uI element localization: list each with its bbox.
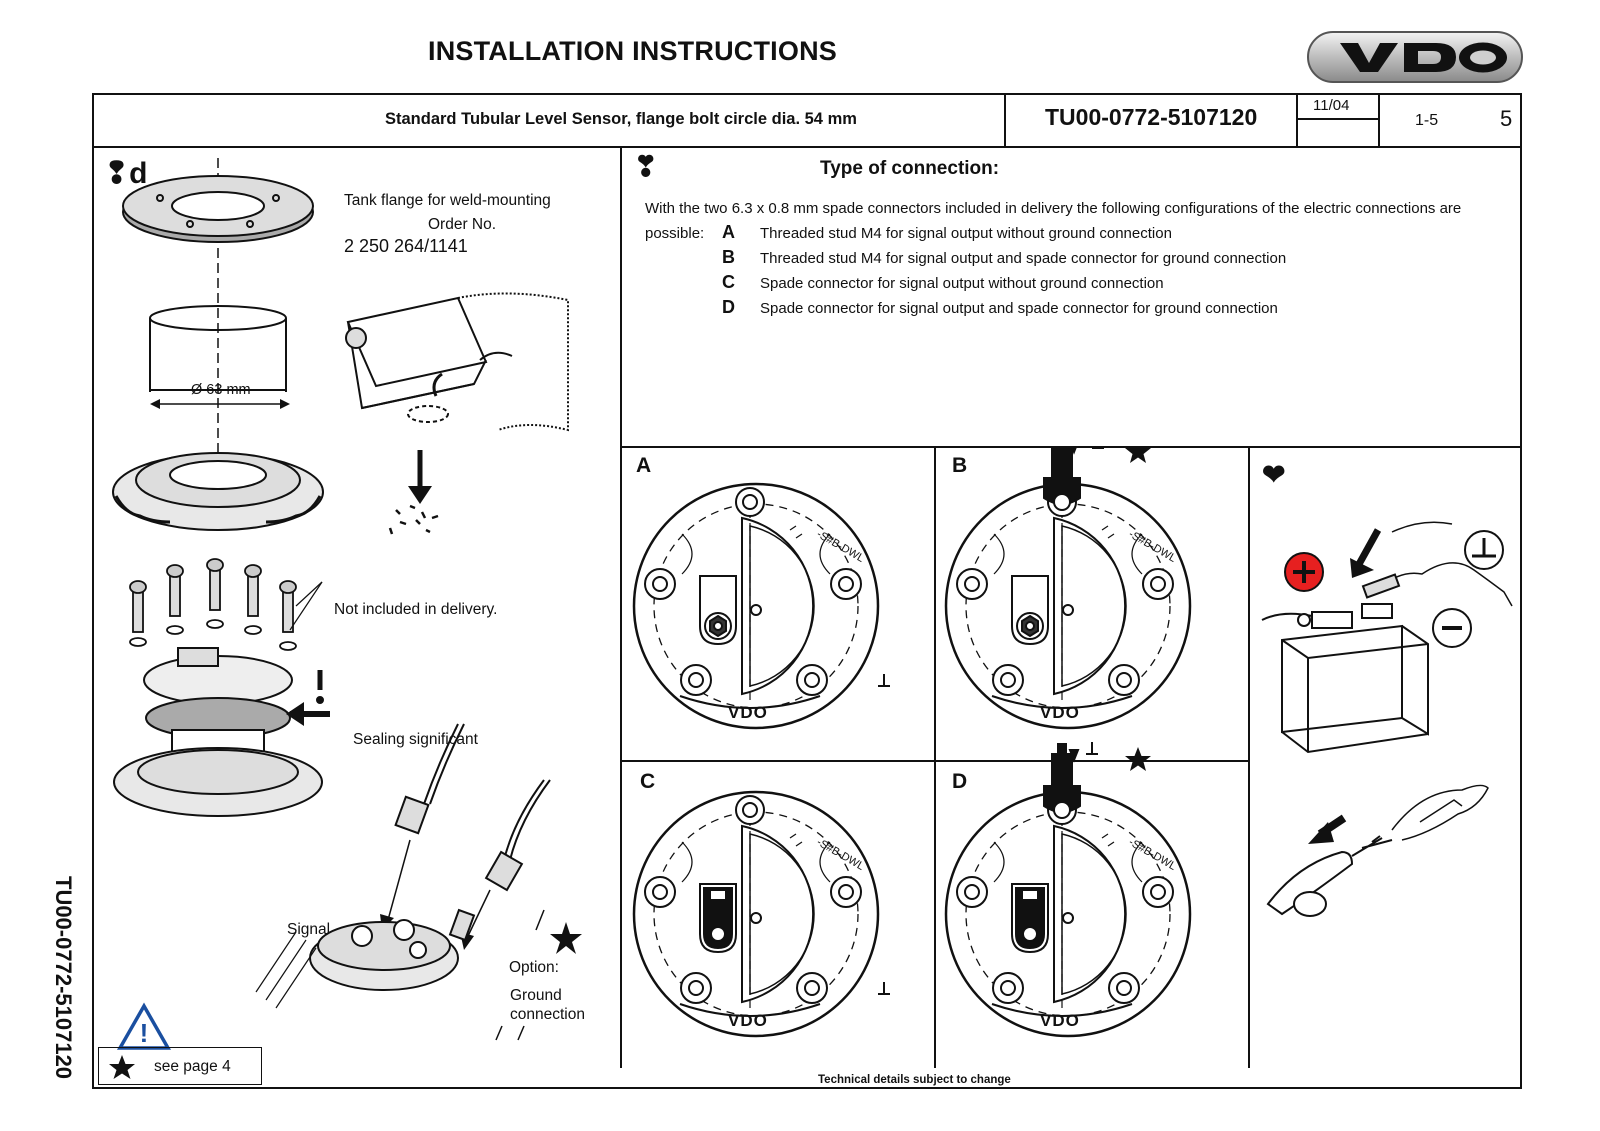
header-sep-1 <box>1004 93 1006 147</box>
diameter-arrow <box>150 399 290 409</box>
product-description: Standard Tubular Level Sensor, flange bo… <box>385 110 857 128</box>
see-page-box <box>98 1047 262 1085</box>
battery-disconnect-illustration <box>1261 521 1513 917</box>
document-code: TU00-0772-5107120 <box>1045 104 1258 130</box>
connection-intro: With the two 6.3 x 0.8 mm spade connecto… <box>645 200 1462 217</box>
connection-diagrams: -S#B-DWL VDO <box>632 448 1192 1038</box>
not-included-label: Not included in delivery. <box>334 601 498 618</box>
see-page-label: see page 4 <box>154 1058 231 1075</box>
option-text-a: Threaded stud M4 for signal output witho… <box>760 225 1172 242</box>
header-date-line <box>1296 118 1378 120</box>
diagram-letter-d: D <box>952 770 968 793</box>
page-title: INSTALLATION INSTRUCTIONS <box>428 36 837 66</box>
ground-connection-label: Ground connection <box>510 987 585 1023</box>
step-3d-marker: ❢d <box>104 157 148 190</box>
row-divider-1 <box>620 446 1522 448</box>
footer-note: Technical details subject to change <box>806 1074 1023 1086</box>
diagram-letter-c: C <box>640 770 656 793</box>
cell-divider-2 <box>1248 446 1250 1068</box>
option-text-d: Spade connector for signal output and sp… <box>760 300 1278 317</box>
option-label: Option: <box>509 959 559 976</box>
step-4-marker: ❣ <box>634 151 658 182</box>
cell-divider-1 <box>934 446 936 1068</box>
step-3d-illustration: ! <box>112 158 582 1050</box>
page-range: 1-5 <box>1415 112 1439 129</box>
star-icon <box>109 1055 135 1079</box>
document-date: 11/04 <box>1313 97 1350 114</box>
page-number: 5 <box>1500 106 1513 131</box>
possible-label: possible: <box>645 225 705 242</box>
svg-text:!: ! <box>140 1018 149 1048</box>
page-frame <box>92 93 1522 1089</box>
option-text-c: Spade connector for signal output withou… <box>760 275 1164 292</box>
option-letter-d: D <box>722 297 735 317</box>
flange-label: Tank flange for weld-mounting <box>344 192 551 209</box>
diagram-letter-a: A <box>636 454 652 477</box>
order-number: 2 250 264/1141 <box>344 236 468 256</box>
side-document-code: TU00-0772-5107120 <box>51 876 76 1080</box>
option-letter-a: A <box>722 222 735 242</box>
diagram-letter-b: B <box>952 454 968 477</box>
header-divider <box>92 146 1522 148</box>
sealing-label: Sealing significant <box>353 731 478 748</box>
option-letter-b: B <box>722 247 735 267</box>
header-sep-2 <box>1296 93 1298 147</box>
column-divider <box>620 146 622 1068</box>
header-sep-3 <box>1378 93 1380 147</box>
diameter-label: Ø 63 mm <box>191 382 251 398</box>
option-letter-c: C <box>722 272 735 292</box>
option-text-b: Threaded stud M4 for signal output and s… <box>760 250 1287 267</box>
vdo-logo <box>1307 31 1523 83</box>
connection-heading: Type of connection: <box>820 158 1000 179</box>
order-label: Order No. <box>428 216 497 233</box>
step-5-marker: ❤ <box>1262 459 1286 490</box>
signal-label: Signal <box>287 921 331 938</box>
